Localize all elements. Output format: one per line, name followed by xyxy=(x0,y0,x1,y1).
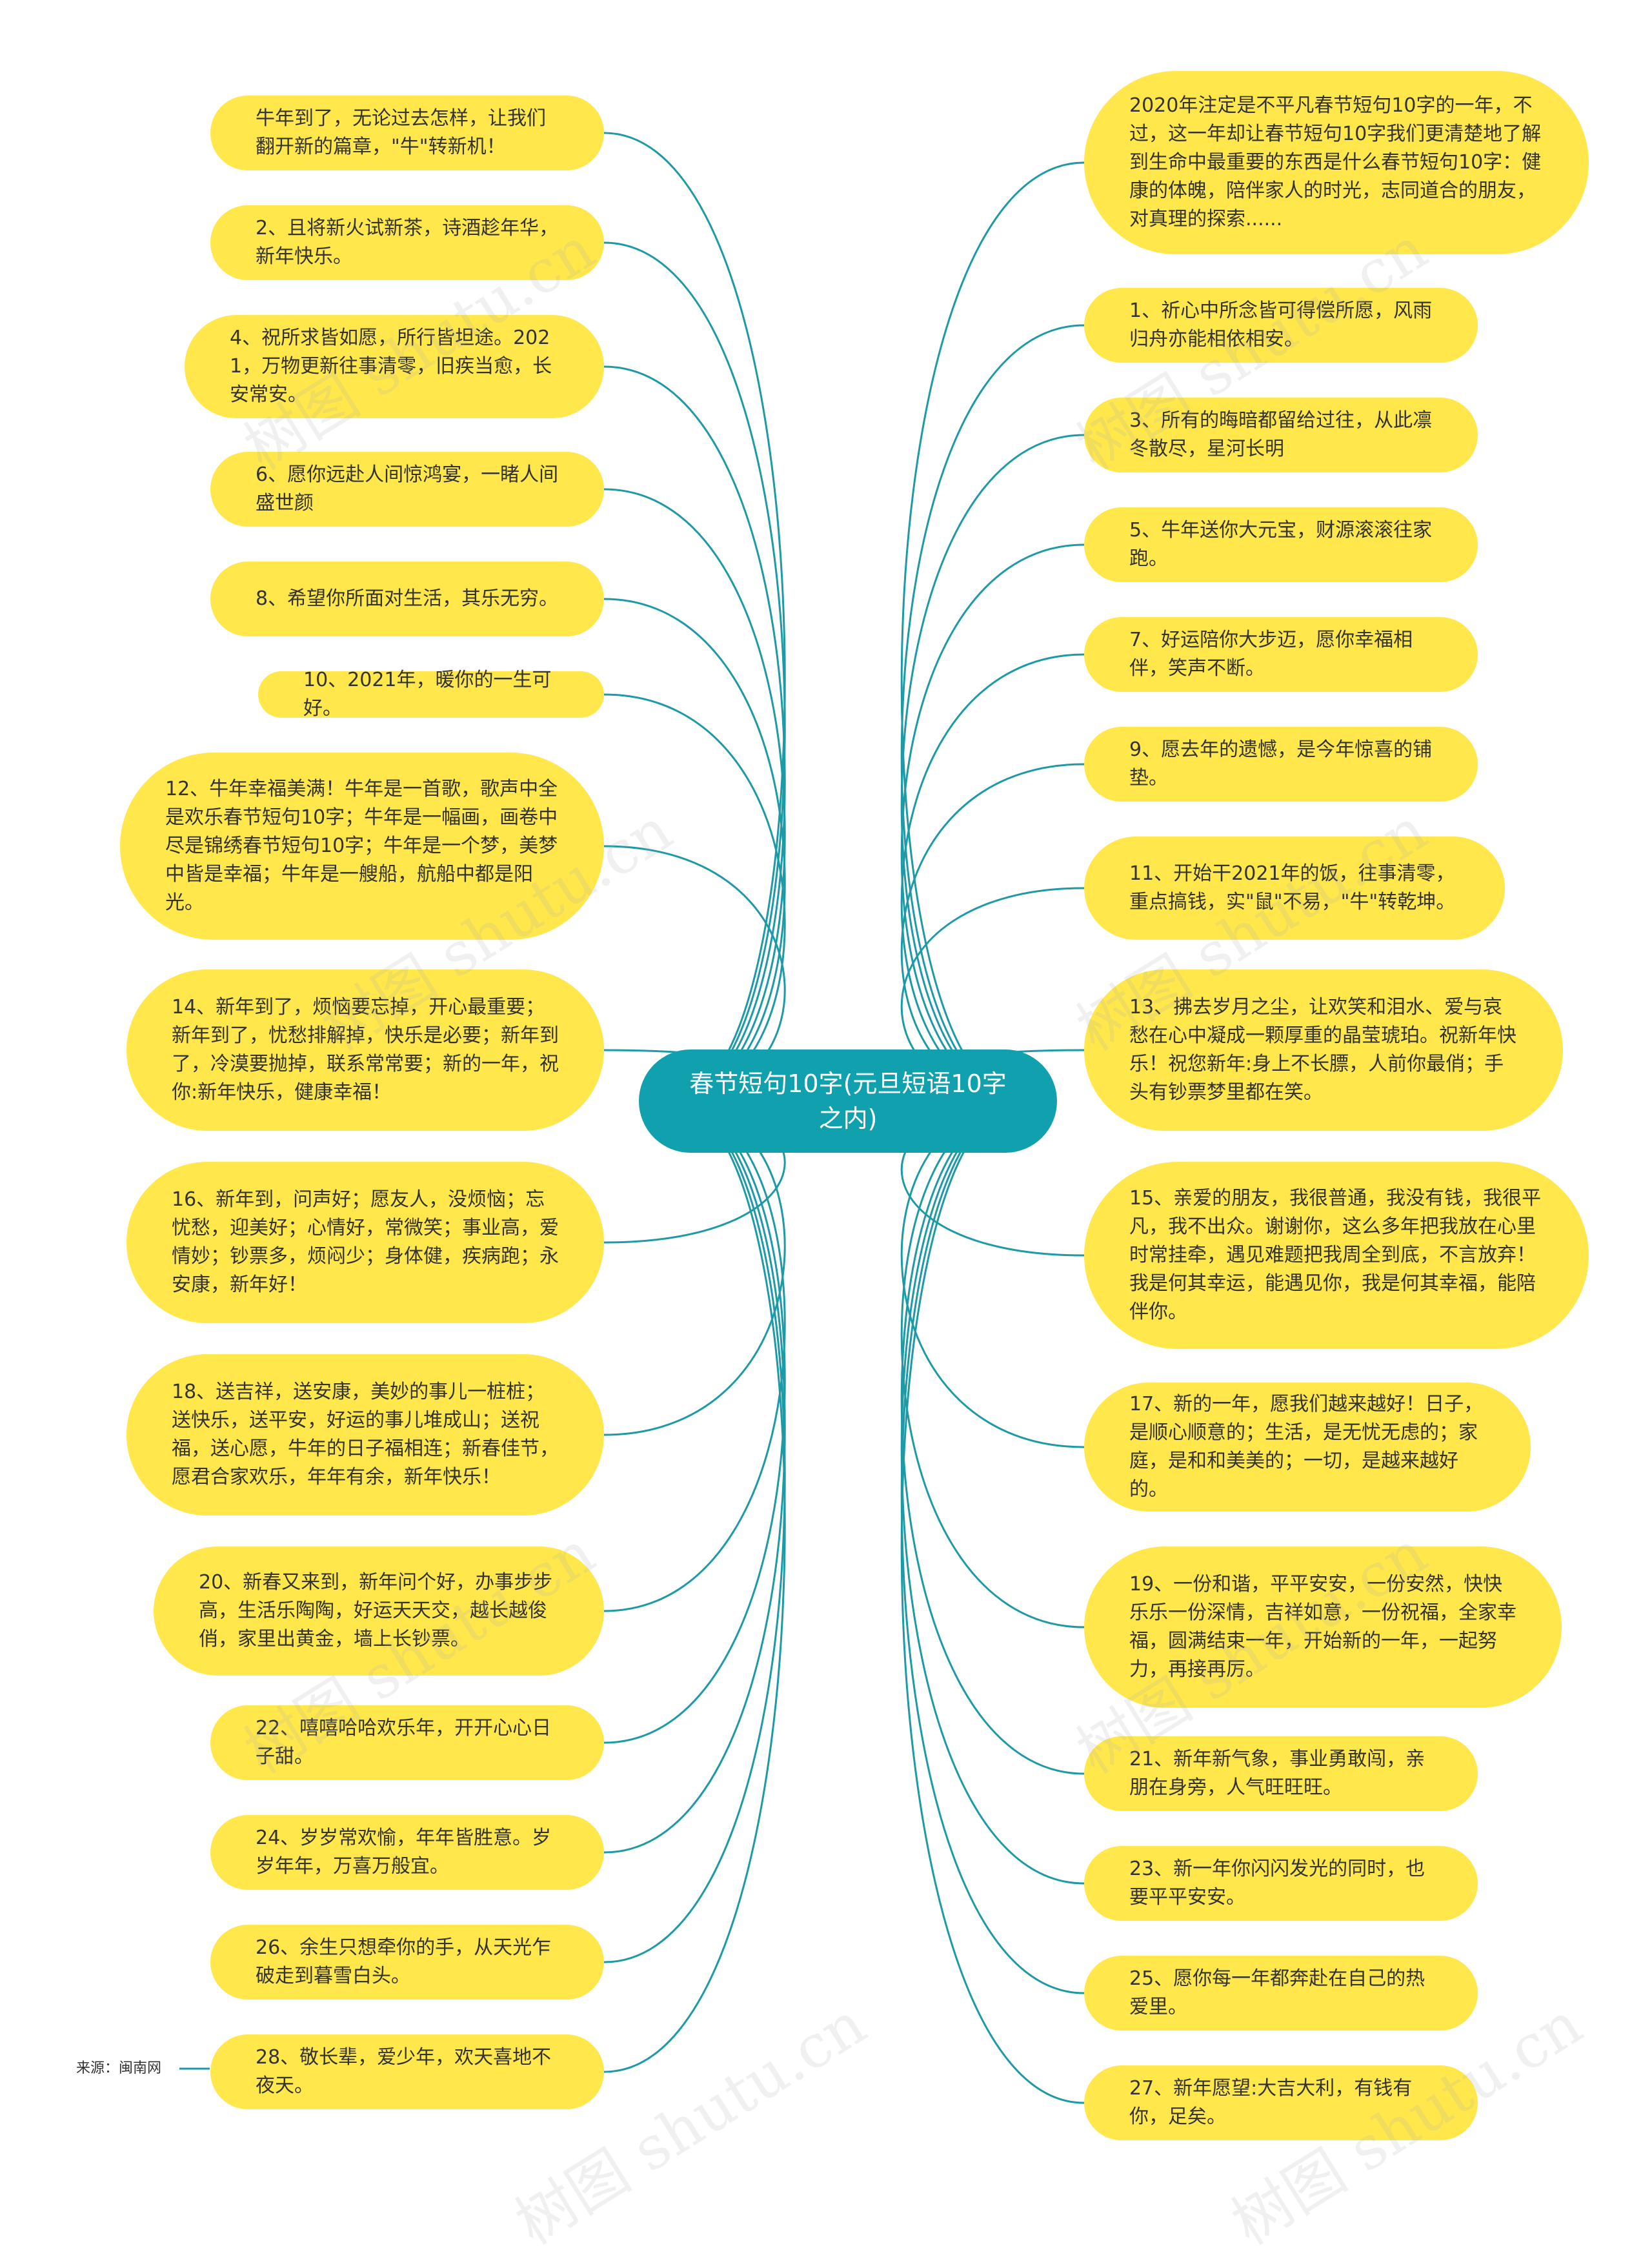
left-branch-node[interactable]: 26、余生只想牵你的手，从天光乍破走到暮雪白头。 xyxy=(210,1925,604,2000)
right-branch-node[interactable]: 3、所有的晦暗都留给过往，从此凛冬散尽，星河长明 xyxy=(1084,398,1478,472)
right-branch-node-text: 5、牛年送你大元宝，财源滚滚往家跑。 xyxy=(1129,519,1433,570)
left-branch-node-text: 8、希望你所面对生活，其乐无穷。 xyxy=(256,587,559,610)
left-branch-node[interactable]: 10、2021年，暖你的一生可好。 xyxy=(258,669,604,720)
left-branch-node-text: 12、牛年幸福美满！牛年是一首歌，歌声中全是欢乐春节短句10字；牛年是一幅画，画… xyxy=(165,778,558,914)
right-branch-node[interactable]: 9、愿去年的遗憾，是今年惊喜的铺垫。 xyxy=(1084,727,1478,802)
connector-line xyxy=(900,161,1085,1102)
left-branch-node-text: 2、且将新火试新茶，诗酒趁年华，新年快乐。 xyxy=(256,217,559,268)
root-topic-label: 春节短句10字(元旦短语10字之内) xyxy=(689,1070,1007,1133)
right-branch-node-text: 2020年注定是不平凡春节短句10字的一年，不过，这一年却让春节短句10字我们更… xyxy=(1129,94,1542,230)
connector-line xyxy=(900,1100,1085,1885)
right-branch-node-text: 13、拂去岁月之尘，让欢笑和泪水、爱与哀愁在心中凝成一颗厚重的晶莹琥珀。祝新年快… xyxy=(1129,996,1516,1104)
left-branch-node[interactable]: 8、希望你所面对生活，其乐无穷。 xyxy=(210,562,604,636)
source-note: 来源：闽南网 xyxy=(76,2060,162,2076)
left-branch-node-text: 18、送吉祥，送安康，美妙的事儿一桩桩；送快乐，送平安，好运的事儿堆成山；送祝福… xyxy=(172,1381,559,1488)
root-topic[interactable]: 春节短句10字(元旦短语10字之内) xyxy=(639,1049,1057,1153)
connector-line xyxy=(900,543,1085,1102)
connector-line xyxy=(900,324,1085,1102)
left-branch-node[interactable]: 20、新春又来到，新年问个好，办事步步高，生活乐陶陶，好运天天交，越长越俊俏，家… xyxy=(154,1546,604,1676)
left-branch-node-text: 10、2021年，暖你的一生可好。 xyxy=(303,669,552,720)
right-branch-node-text: 23、新一年你闪闪发光的同时，也要平平安安。 xyxy=(1129,1858,1425,1909)
right-branch-node[interactable]: 21、新年新气象，事业勇敢闯，亲朋在身旁，人气旺旺旺。 xyxy=(1084,1736,1478,1811)
connector-line xyxy=(603,1100,786,1963)
mindmap-canvas: 春节短句10字(元旦短语10字之内) 牛年到了，无论过去怎样，让我们翻开新的篇章… xyxy=(76,71,1594,2258)
left-branch-node[interactable]: 16、新年到，问声好；愿友人，没烦恼；忘忧愁，迎美好；心情好，常微笑；事业高，爱… xyxy=(126,1162,604,1323)
right-branch-node[interactable]: 7、好运陪你大步迈，愿你幸福相伴，笑声不断。 xyxy=(1084,617,1478,692)
left-branch-node-text: 16、新年到，问声好；愿友人，没烦恼；忘忧愁，迎美好；心情好，常微笑；事业高，爱… xyxy=(172,1188,559,1296)
left-branch-node[interactable]: 22、嘻嘻哈哈欢乐年，开开心心日子甜。 xyxy=(210,1705,604,1780)
right-branch-node-text: 25、愿你每一年都奔赴在自己的热爱里。 xyxy=(1129,1967,1425,2018)
right-branch-node[interactable]: 15、亲爱的朋友，我很普通，我没有钱，我很平凡，我不出众。谢谢你，这么多年把我放… xyxy=(1084,1162,1589,1349)
left-branch-node[interactable]: 18、送吉祥，送安康，美妙的事儿一桩桩；送快乐，送平安，好运的事儿堆成山；送祝福… xyxy=(126,1354,604,1516)
connector-line xyxy=(603,1100,786,1612)
left-branch-node[interactable]: 4、祝所求皆如愿，所行皆坦途。2021，万物更新往事清零，旧疾当愈，长安常安。 xyxy=(185,315,604,418)
connector-line xyxy=(603,1100,786,2073)
connector-line xyxy=(603,365,786,1102)
left-branch-node-text: 6、愿你远赴人间惊鸿宴，一睹人间盛世颜 xyxy=(256,463,559,514)
right-branch-node-text: 3、所有的晦暗都留给过往，从此凛冬散尽，星河长明 xyxy=(1129,409,1433,460)
left-branch-node-text: 28、敬长辈，爱少年，欢天喜地不夜天。 xyxy=(256,2046,552,2097)
right-branch-node[interactable]: 5、牛年送你大元宝，财源滚滚往家跑。 xyxy=(1084,507,1478,582)
connector-line xyxy=(603,693,786,1102)
connector-line xyxy=(603,1100,786,1744)
right-branch-node-text: 9、愿去年的遗憾，是今年惊喜的铺垫。 xyxy=(1129,738,1433,789)
right-branch-node-text: 21、新年新气象，事业勇敢闯，亲朋在身旁，人气旺旺旺。 xyxy=(1129,1748,1425,1799)
left-branch-node[interactable]: 12、牛年幸福美满！牛年是一首歌，歌声中全是欢乐春节短句10字；牛年是一幅画，画… xyxy=(120,753,604,940)
connector-line xyxy=(900,1100,1085,1994)
left-branch-node[interactable]: 2、且将新火试新茶，诗酒趁年华，新年快乐。 xyxy=(210,205,604,280)
left-branch-node-text: 14、新年到了，烦恼要忘掉，开心最重要；新年到了，忧愁排解掉，快乐是必要；新年到… xyxy=(172,996,559,1104)
right-branch-node-text: 19、一份和谐，平平安安，一份安然，快快乐乐一份深情，吉祥如意，一份祝福，全家幸… xyxy=(1129,1573,1516,1681)
left-branch-node-text: 24、岁岁常欢愉，年年皆胜意。岁岁年年，万喜万般宜。 xyxy=(256,1827,552,1878)
right-branch-node[interactable]: 2020年注定是不平凡春节短句10字的一年，不过，这一年却让春节短句10字我们更… xyxy=(1084,71,1589,254)
left-branch-node[interactable]: 14、新年到了，烦恼要忘掉，开心最重要；新年到了，忧愁排解掉，快乐是必要；新年到… xyxy=(126,969,604,1131)
left-branch-node-text: 4、祝所求皆如愿，所行皆坦途。2021，万物更新往事清零，旧疾当愈，长安常安。 xyxy=(230,327,552,406)
left-branch-node-text: 22、嘻嘻哈哈欢乐年，开开心心日子甜。 xyxy=(256,1717,552,1768)
connector-line xyxy=(603,132,786,1102)
left-branch-node[interactable]: 28、敬长辈，爱少年，欢天喜地不夜天。 xyxy=(210,2034,604,2109)
left-branch-node[interactable]: 6、愿你远赴人间惊鸿宴，一睹人间盛世颜 xyxy=(210,452,604,527)
connector-line xyxy=(603,241,786,1102)
right-branch-node[interactable]: 1、祈心中所念皆可得偿所愿，风雨归舟亦能相依相安。 xyxy=(1084,288,1478,363)
right-branch-node[interactable]: 25、愿你每一年都奔赴在自己的热爱里。 xyxy=(1084,1956,1478,2031)
left-branch-node[interactable]: 牛年到了，无论过去怎样，让我们翻开新的篇章，"牛"转新机！ xyxy=(210,96,604,170)
left-branch-node-text: 26、余生只想牵你的手，从天光乍破走到暮雪白头。 xyxy=(256,1936,552,1987)
right-branch-node-text: 1、祈心中所念皆可得偿所愿，风雨归舟亦能相依相安。 xyxy=(1129,299,1433,350)
left-branch-node-text: 20、新春又来到，新年问个好，办事步步高，生活乐陶陶，好运天天交，越长越俊俏，家… xyxy=(199,1571,553,1650)
right-branch-node-text: 15、亲爱的朋友，我很普通，我没有钱，我很平凡，我不出众。谢谢你，这么多年把我放… xyxy=(1129,1187,1542,1323)
right-branch-node[interactable]: 17、新的一年，愿我们越来越好！日子，是顺心顺意的；生活，是无忧无虑的；家庭，是… xyxy=(1084,1383,1531,1512)
connector-line xyxy=(900,1100,1085,1628)
connector-line xyxy=(900,653,1085,1102)
right-branch-node[interactable]: 13、拂去岁月之尘，让欢笑和泪水、爱与哀愁在心中凝成一颗厚重的晶莹琥珀。祝新年快… xyxy=(1084,969,1563,1131)
left-branch-node-text: 牛年到了，无论过去怎样，让我们翻开新的篇章，"牛"转新机！ xyxy=(256,107,546,158)
right-branch-node[interactable]: 11、开始干2021年的饭，往事清零，重点搞钱，实"鼠"不易，"牛"转乾坤。 xyxy=(1084,836,1505,940)
right-branch-node-text: 11、开始干2021年的饭，往事清零，重点搞钱，实"鼠"不易，"牛"转乾坤。 xyxy=(1129,862,1456,913)
right-branch-node[interactable]: 23、新一年你闪闪发光的同时，也要平平安安。 xyxy=(1084,1846,1478,1921)
right-branch-node-text: 17、新的一年，愿我们越来越好！日子，是顺心顺意的；生活，是无忧无虑的；家庭，是… xyxy=(1129,1393,1484,1501)
connector-line xyxy=(900,1100,1085,1448)
connector-line xyxy=(603,488,786,1102)
right-branch-node[interactable]: 19、一份和谐，平平安安，一份安然，快快乐乐一份深情，吉祥如意，一份祝福，全家幸… xyxy=(1084,1546,1562,1708)
connector-line xyxy=(900,1100,1085,2104)
right-branch-node-text: 7、好运陪你大步迈，愿你幸福相伴，笑声不断。 xyxy=(1129,629,1413,680)
right-branch-node[interactable]: 27、新年愿望:大吉大利，有钱有你，足矣。 xyxy=(1084,2065,1478,2140)
connector-line xyxy=(900,1100,1085,1775)
right-branch-node-text: 27、新年愿望:大吉大利，有钱有你，足矣。 xyxy=(1129,2077,1413,2128)
left-branch-node[interactable]: 24、岁岁常欢愉，年年皆胜意。岁岁年年，万喜万般宜。 xyxy=(210,1815,604,1890)
connector-line xyxy=(603,598,786,1102)
